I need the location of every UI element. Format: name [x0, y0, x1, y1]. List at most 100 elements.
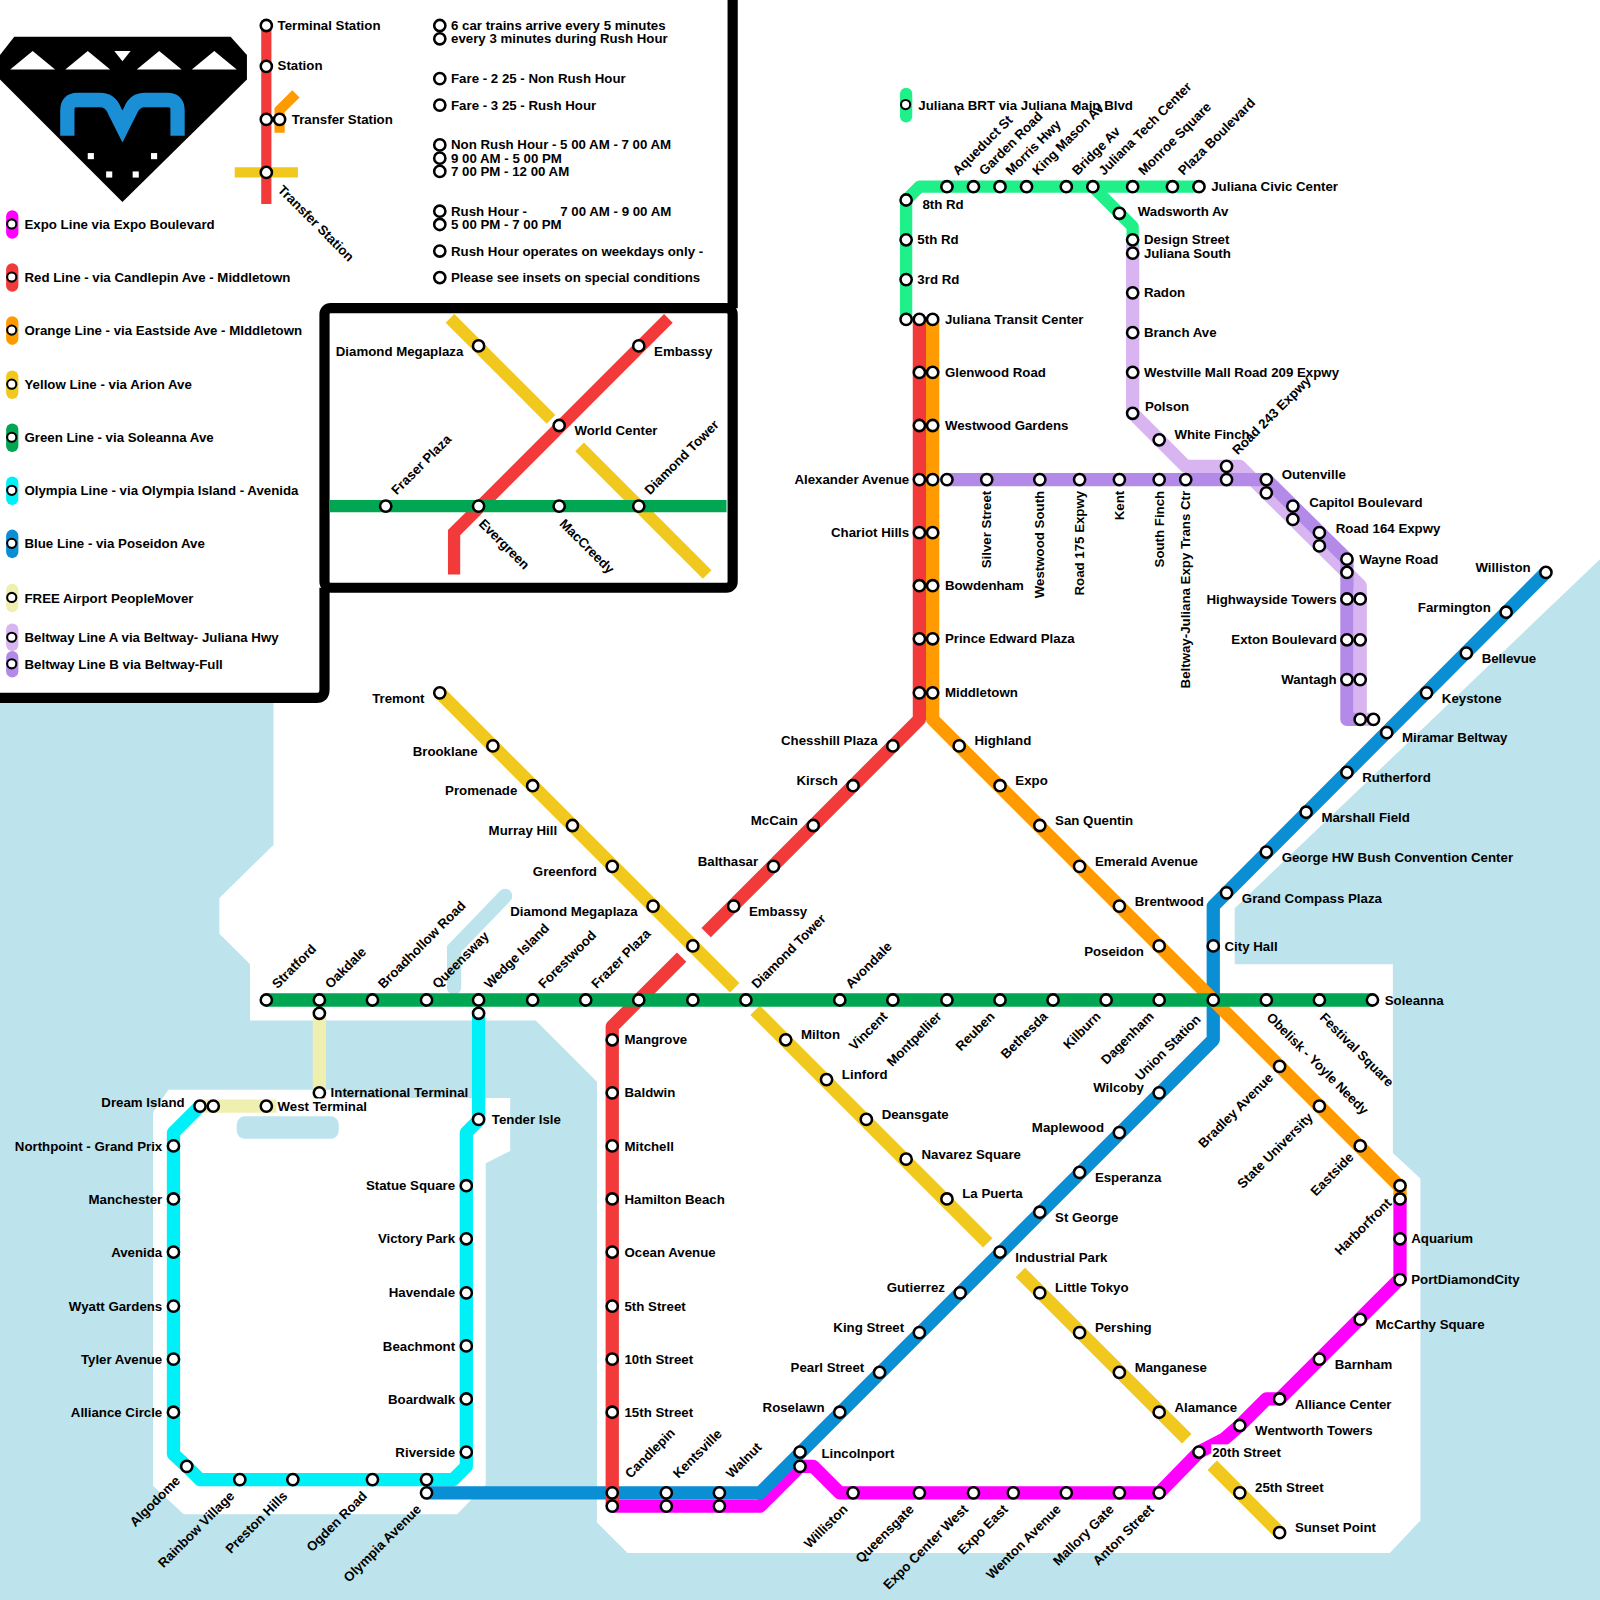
station-marker — [927, 420, 938, 431]
station-marker — [1154, 1407, 1165, 1418]
station-marker — [434, 166, 445, 177]
station-marker — [847, 780, 858, 791]
station-marker — [607, 1301, 618, 1312]
map-label: Highwayside Towers — [1205, 591, 1337, 606]
map-label: Highland — [973, 733, 1032, 748]
station-marker — [461, 1287, 472, 1298]
map-label: King Street — [832, 1320, 905, 1335]
map-label: Havendale — [388, 1285, 456, 1300]
map-label: Outenville — [1281, 467, 1347, 482]
legend-text: Red Line - via Candlepin Ave - Middletow… — [23, 270, 291, 285]
map-label: Road 164 Expwy — [1335, 521, 1442, 536]
station-marker — [633, 501, 644, 512]
station-marker — [1261, 474, 1272, 485]
map-label: La Puerta — [961, 1186, 1024, 1201]
map-label: Miramar Beltway — [1401, 730, 1508, 745]
map-label: South Finch — [1152, 490, 1167, 569]
station-marker — [461, 1340, 472, 1351]
legend-swatch — [6, 370, 18, 399]
station-marker — [1355, 593, 1366, 604]
station-marker — [768, 861, 779, 872]
legend-text: Orange Line - via Eastside Ave - MIddlet… — [23, 323, 303, 338]
station-marker — [1341, 674, 1352, 685]
station-marker — [994, 181, 1005, 192]
station-marker — [1394, 1274, 1405, 1285]
map-label: Linford — [841, 1067, 889, 1082]
legend-text: Yellow Line - via Arion Ave — [23, 377, 192, 392]
lake — [237, 1116, 339, 1138]
panel-frame — [0, 0, 733, 698]
station-marker — [861, 1114, 872, 1125]
station-marker — [1341, 567, 1352, 578]
map-label: Wadsworth Av — [1137, 204, 1230, 219]
station-marker — [607, 1140, 618, 1151]
map-label: Middletown — [944, 685, 1019, 700]
station-marker — [6, 538, 17, 549]
station-marker — [607, 861, 618, 872]
map-label: Westwood Gardens — [944, 418, 1070, 433]
station-marker — [1274, 1393, 1285, 1404]
logo-facet — [151, 153, 157, 159]
station-marker — [1341, 767, 1352, 778]
station-marker — [1234, 1487, 1245, 1498]
map-label: Pershing — [1094, 1320, 1153, 1335]
station-marker — [461, 1180, 472, 1191]
map-label: Kent — [1112, 490, 1127, 522]
station-marker — [927, 314, 938, 325]
station-marker — [914, 314, 925, 325]
map-label: 5 00 PM - 7 00 PM — [450, 217, 563, 232]
station-marker — [968, 1487, 979, 1498]
map-label: Wentworth Towers — [1254, 1423, 1373, 1438]
station-marker — [473, 1008, 484, 1019]
map-label: Sunset Point — [1294, 1520, 1377, 1535]
legend-text: FREE Airport PeopleMover — [23, 590, 194, 605]
station-marker — [1314, 527, 1325, 538]
station-marker — [1208, 994, 1219, 1005]
map-label: Tender Isle — [491, 1112, 562, 1127]
beltway-b-line — [947, 480, 1360, 720]
frame-line — [728, 0, 738, 308]
map-label: Mitchell — [623, 1138, 674, 1153]
station-marker — [1154, 1087, 1165, 1098]
legend-swatch — [6, 423, 18, 452]
station-marker — [955, 1287, 966, 1298]
station-marker — [874, 1367, 885, 1378]
station-marker — [314, 994, 325, 1005]
map-label: Transfer Station — [291, 112, 394, 127]
station-marker — [314, 1087, 325, 1098]
logo-mark — [67, 100, 177, 136]
station-marker — [261, 1101, 272, 1112]
station-marker — [1355, 1314, 1366, 1325]
map-label: Expo — [1014, 773, 1048, 788]
legend-swatch — [900, 88, 912, 123]
station-marker — [607, 1193, 618, 1204]
station-marker — [994, 994, 1005, 1005]
station-marker — [780, 1034, 791, 1045]
station-marker — [1008, 1487, 1019, 1498]
station-marker — [901, 1154, 912, 1165]
map-label: World Center — [573, 423, 658, 438]
map-label: Manchester — [87, 1191, 163, 1206]
map-label: Marshall Field — [1320, 810, 1411, 825]
map-label: Statue Square — [365, 1178, 456, 1193]
station-marker — [1074, 861, 1085, 872]
map-label: Fare - 3 25 - Rush Hour — [450, 97, 597, 112]
station-marker — [607, 1246, 618, 1257]
map-label: San Quentin — [1054, 813, 1134, 828]
station-marker — [1540, 567, 1551, 578]
map-label: Alexander Avenue — [793, 472, 910, 487]
station-marker — [1114, 1487, 1125, 1498]
station-marker — [473, 994, 484, 1005]
station-marker — [633, 994, 644, 1005]
map-label: 5th Rd — [916, 232, 959, 247]
station-marker — [580, 994, 591, 1005]
station-marker — [261, 994, 272, 1005]
frame-line — [0, 588, 324, 698]
map-label: Grand Compass Plaza — [1241, 890, 1383, 905]
station-marker — [208, 1101, 219, 1112]
map-label: 6 car trains arrive every 5 minutes — [450, 18, 667, 33]
map-label: Rush Hour operates on weekdays only - — [450, 243, 704, 258]
map-label: Dream Island — [100, 1094, 185, 1109]
map-label: Polson — [1144, 398, 1190, 413]
map-label: Wilcoby — [1092, 1080, 1145, 1095]
